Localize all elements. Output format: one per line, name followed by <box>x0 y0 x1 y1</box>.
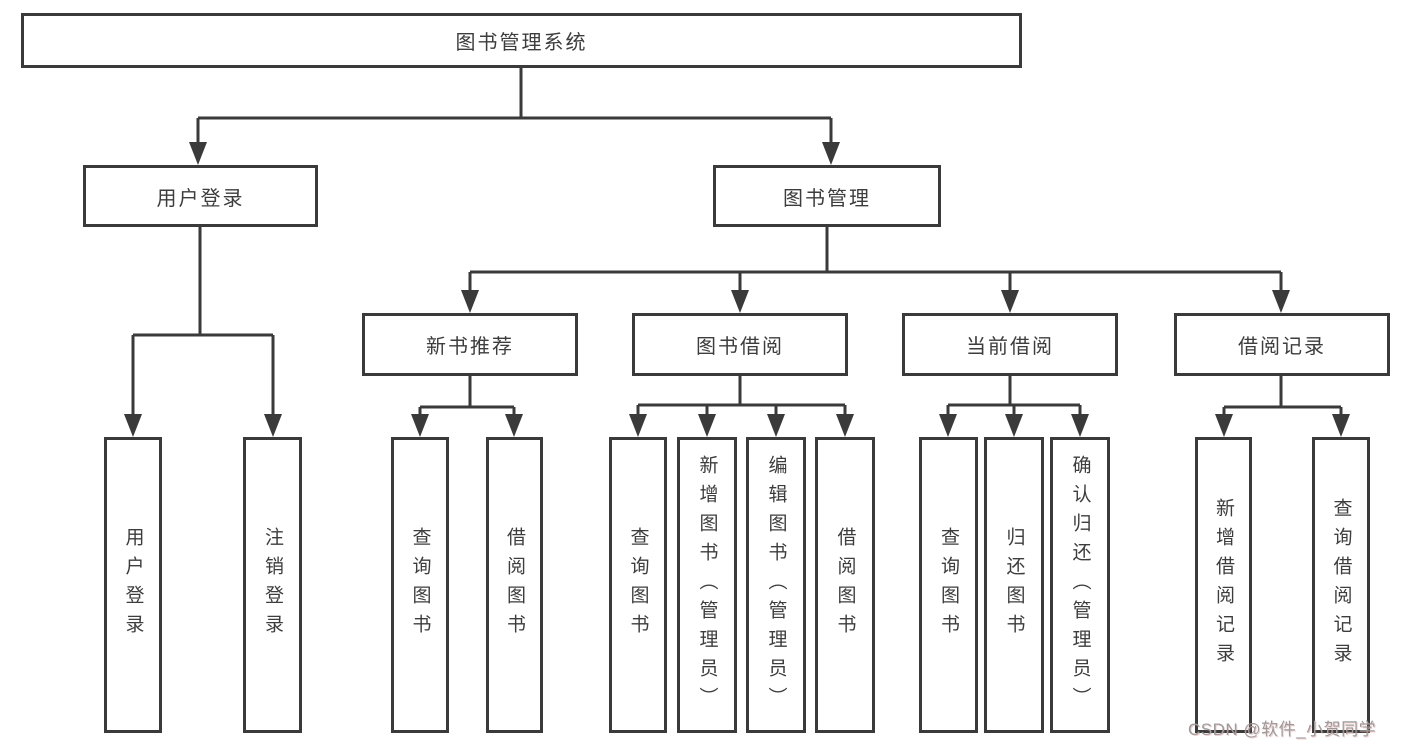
node-current-borrow: 当前借阅 <box>902 313 1118 376</box>
node-root-system: 图书管理系统 <box>21 13 1022 68</box>
leaf-cb-query-books-label: 查询图书 <box>938 527 959 643</box>
leaf-cb-query-books: 查询图书 <box>919 437 978 733</box>
leaf-logout-label: 注销登录 <box>262 527 283 643</box>
arrowheads <box>124 142 1350 437</box>
leaf-user-login: 用户登录 <box>104 437 162 733</box>
leaf-cb-confirm-return-admin: 确认归还（管理员） <box>1050 437 1110 733</box>
leaf-bb-add-books-admin-label: 新增图书（管理员） <box>696 454 718 716</box>
leaf-bb-add-books-admin: 新增图书（管理员） <box>677 437 737 733</box>
leaf-bb-query-books-label: 查询图书 <box>627 527 649 643</box>
leaf-br-add-record-label: 新增借阅记录 <box>1213 498 1234 672</box>
leaf-nb-borrow-books-label: 借阅图书 <box>504 527 525 643</box>
leaf-bb-edit-books-admin: 编辑图书（管理员） <box>746 437 806 733</box>
leaf-nb-query-books-label: 查询图书 <box>409 527 431 643</box>
csdn-watermark: CSDN @软件_小贺同学 <box>1188 720 1377 739</box>
leaf-cb-return-books-label: 归还图书 <box>1003 527 1025 643</box>
leaf-cb-return-books: 归还图书 <box>984 437 1044 733</box>
leaf-nb-borrow-books: 借阅图书 <box>486 437 543 733</box>
leaf-cb-confirm-return-admin-label: 确认归还（管理员） <box>1069 454 1091 716</box>
leaf-bb-edit-books-admin-label: 编辑图书（管理员） <box>765 454 787 716</box>
leaf-nb-query-books: 查询图书 <box>391 437 449 733</box>
node-borrow-records: 借阅记录 <box>1174 313 1390 376</box>
node-book-management: 图书管理 <box>713 165 941 227</box>
node-book-borrow: 图书借阅 <box>632 313 848 376</box>
leaf-bb-borrow-books-label: 借阅图书 <box>834 527 856 643</box>
leaf-br-query-record: 查询借阅记录 <box>1312 437 1370 733</box>
leaf-br-query-record-label: 查询借阅记录 <box>1330 498 1352 672</box>
leaf-user-login-label: 用户登录 <box>122 527 144 643</box>
node-new-book-recommend: 新书推荐 <box>362 313 578 376</box>
leaf-bb-query-books: 查询图书 <box>609 437 667 733</box>
node-user-login: 用户登录 <box>83 165 318 227</box>
leaf-logout: 注销登录 <box>243 437 302 733</box>
leaf-bb-borrow-books: 借阅图书 <box>815 437 875 733</box>
leaf-br-add-record: 新增借阅记录 <box>1195 437 1252 733</box>
